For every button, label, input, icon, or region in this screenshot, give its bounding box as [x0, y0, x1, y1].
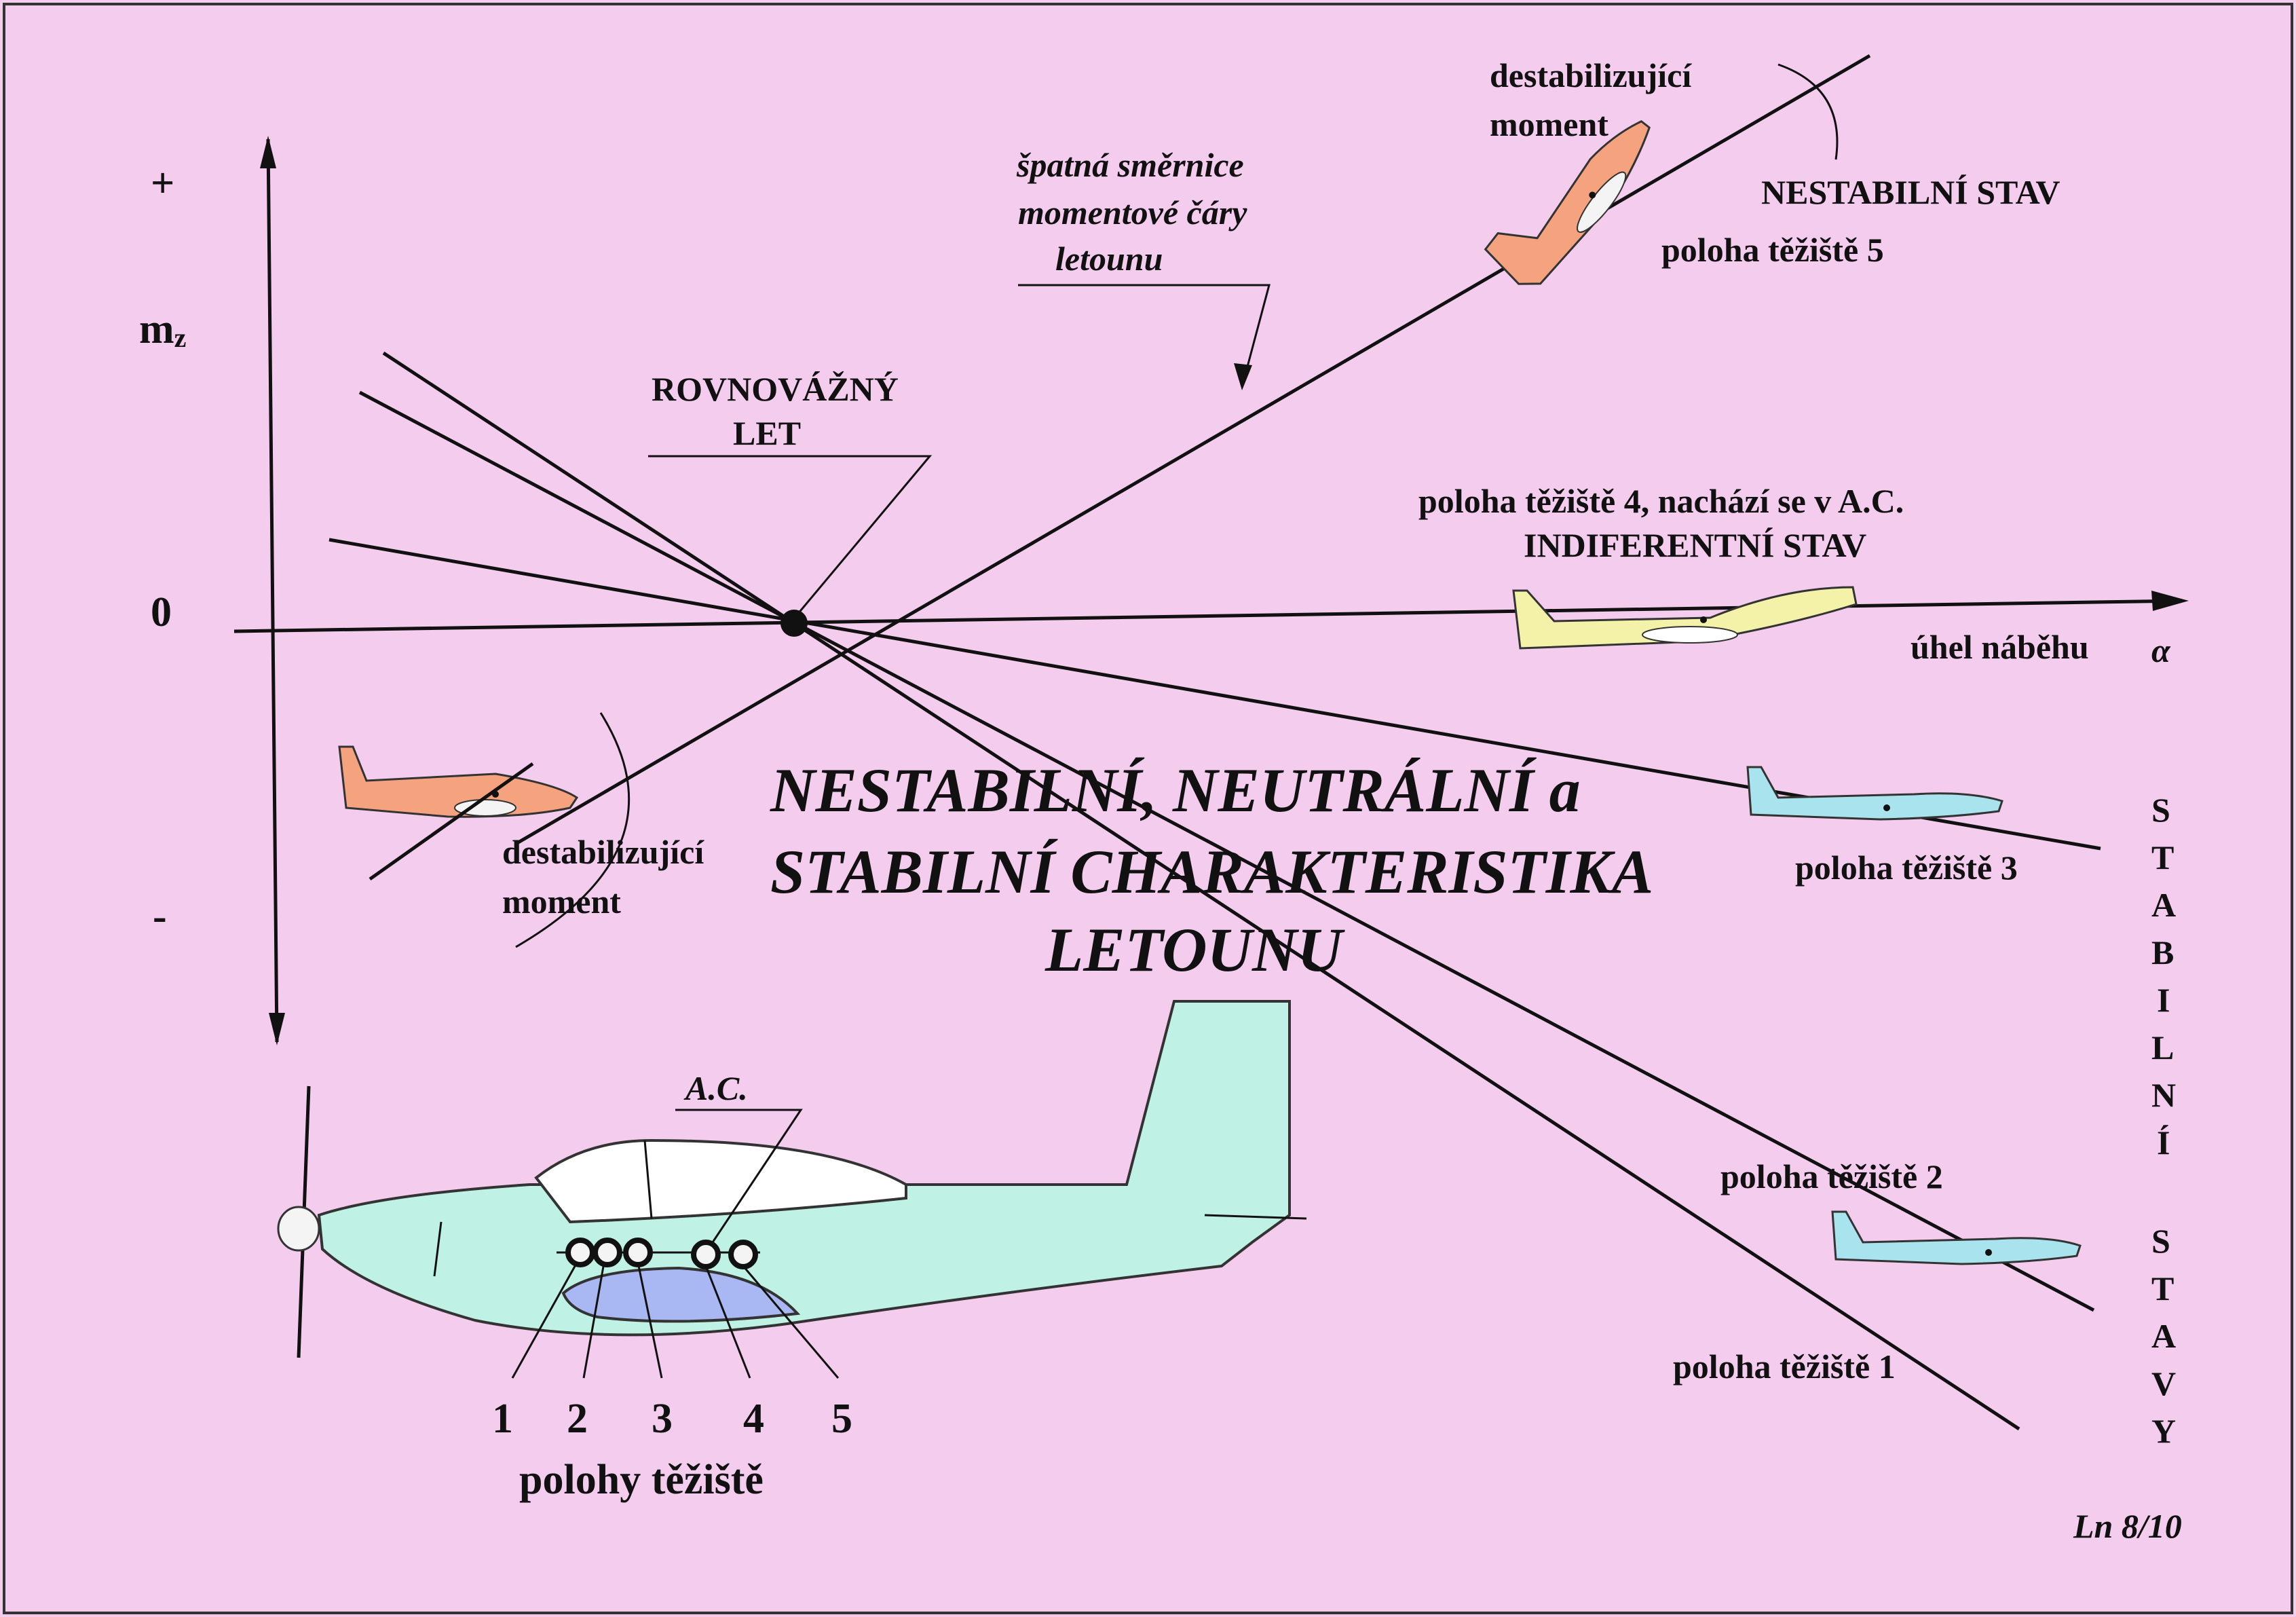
equilibrium-label-2: LET: [733, 414, 801, 452]
vertical-letter: A: [2151, 1317, 2176, 1355]
equilibrium-point: [780, 610, 808, 637]
vertical-letter: S: [2151, 1222, 2170, 1260]
zero-label: 0: [151, 589, 172, 635]
big-airplane: [277, 1000, 1307, 1358]
left-plane-icon: [338, 745, 579, 818]
cg-caption: polohy těžiště: [519, 1457, 764, 1503]
neutral-plane-icon: [1512, 586, 1858, 650]
cg3-label: poloha těžiště 3: [1795, 849, 2018, 887]
x-axis-label: úhel náběhu: [1911, 628, 2089, 666]
cg-number: 4: [743, 1396, 764, 1442]
vertical-letter: I: [2157, 981, 2170, 1019]
vertical-letter: Y: [2151, 1412, 2176, 1450]
top-moment-1: destabilizující: [1490, 56, 1692, 94]
slope-note-leader: [1018, 284, 1271, 388]
slope-note-2: momentové čáry: [1018, 193, 1247, 231]
slope-note-1: špatná směrnice: [1016, 146, 1244, 184]
vertical-letter: T: [2151, 1269, 2174, 1307]
cg4-label: poloha těžiště 4, nachází se v A.C.: [1418, 482, 1904, 520]
vertical-letter: Í: [2157, 1123, 2170, 1161]
slope-note-3: letounu: [1055, 240, 1163, 278]
cg-leaders: [511, 1109, 840, 1379]
cg2-label: poloha těžiště 2: [1720, 1157, 1943, 1195]
cg-markers: [565, 1238, 758, 1269]
left-moment-arc: [515, 712, 631, 948]
title-line-1: NESTABILNÍ, NEUTRÁLNÍ a: [770, 756, 1581, 825]
stable-plane-3-icon: [1746, 766, 2003, 821]
line-cg-steep-b: [358, 390, 2095, 1312]
neutral-state-label: INDIFERENTNÍ STAV: [1524, 526, 1866, 564]
vertical-letter: V: [2151, 1364, 2176, 1402]
canopy: [534, 1138, 907, 1224]
unstable-state-label: NESTABILNÍ STAV: [1761, 173, 2060, 211]
fuselage: [317, 1000, 1291, 1337]
y-minus-label: -: [153, 893, 167, 940]
vertical-letter: S: [2151, 791, 2170, 829]
cg-number: 2: [567, 1396, 588, 1442]
line-cg-steep-a: [382, 351, 2020, 1431]
top-moment-2: moment: [1490, 105, 1608, 143]
title-line-3: LETOUNU: [1045, 915, 1345, 984]
line-cg5: [514, 54, 1871, 846]
unstable-plane-icon: [1484, 119, 1651, 285]
vertical-letter: N: [2151, 1076, 2176, 1114]
slope-note-arrowhead: [1234, 363, 1252, 390]
alpha-symbol: α: [2151, 631, 2171, 669]
x-axis: [233, 591, 2189, 633]
cg-number: 1: [492, 1396, 513, 1442]
wing: [561, 1266, 801, 1323]
cg-number: 5: [831, 1396, 852, 1442]
left-moment-2: moment: [502, 882, 621, 921]
vertical-letter: L: [2151, 1028, 2174, 1066]
stable-states-vertical: S T A B I L N Í S T A V Y: [2151, 791, 2176, 1450]
cg5-label: poloha těžiště 5: [1661, 231, 1884, 269]
ac-label: A.C.: [683, 1069, 748, 1107]
top-moment-arc: [1777, 63, 1839, 160]
left-moment-1: destabilizující: [502, 833, 704, 871]
cg1-label: poloha těžiště 1: [1673, 1348, 1896, 1386]
vertical-letter: T: [2151, 838, 2174, 876]
left-plane-axis: [369, 762, 534, 881]
stable-plane-2-icon: [1831, 1210, 2082, 1265]
cg-number: 3: [652, 1396, 673, 1442]
vertical-letter: A: [2151, 886, 2176, 924]
footer-label: Ln 8/10: [2073, 1507, 2182, 1545]
vertical-letter: B: [2151, 933, 2174, 971]
moment-lines: [328, 54, 2101, 1431]
y-plus-label: +: [151, 160, 174, 206]
equilibrium-label-1: ROVNOVÁŽNÝ: [652, 370, 899, 408]
y-axis: [260, 136, 285, 1045]
title-line-2: STABILNÍ CHARAKTERISTIKA: [770, 837, 1653, 906]
y-axis-label: mz: [139, 306, 186, 353]
equilibrium-leader: [648, 455, 933, 615]
